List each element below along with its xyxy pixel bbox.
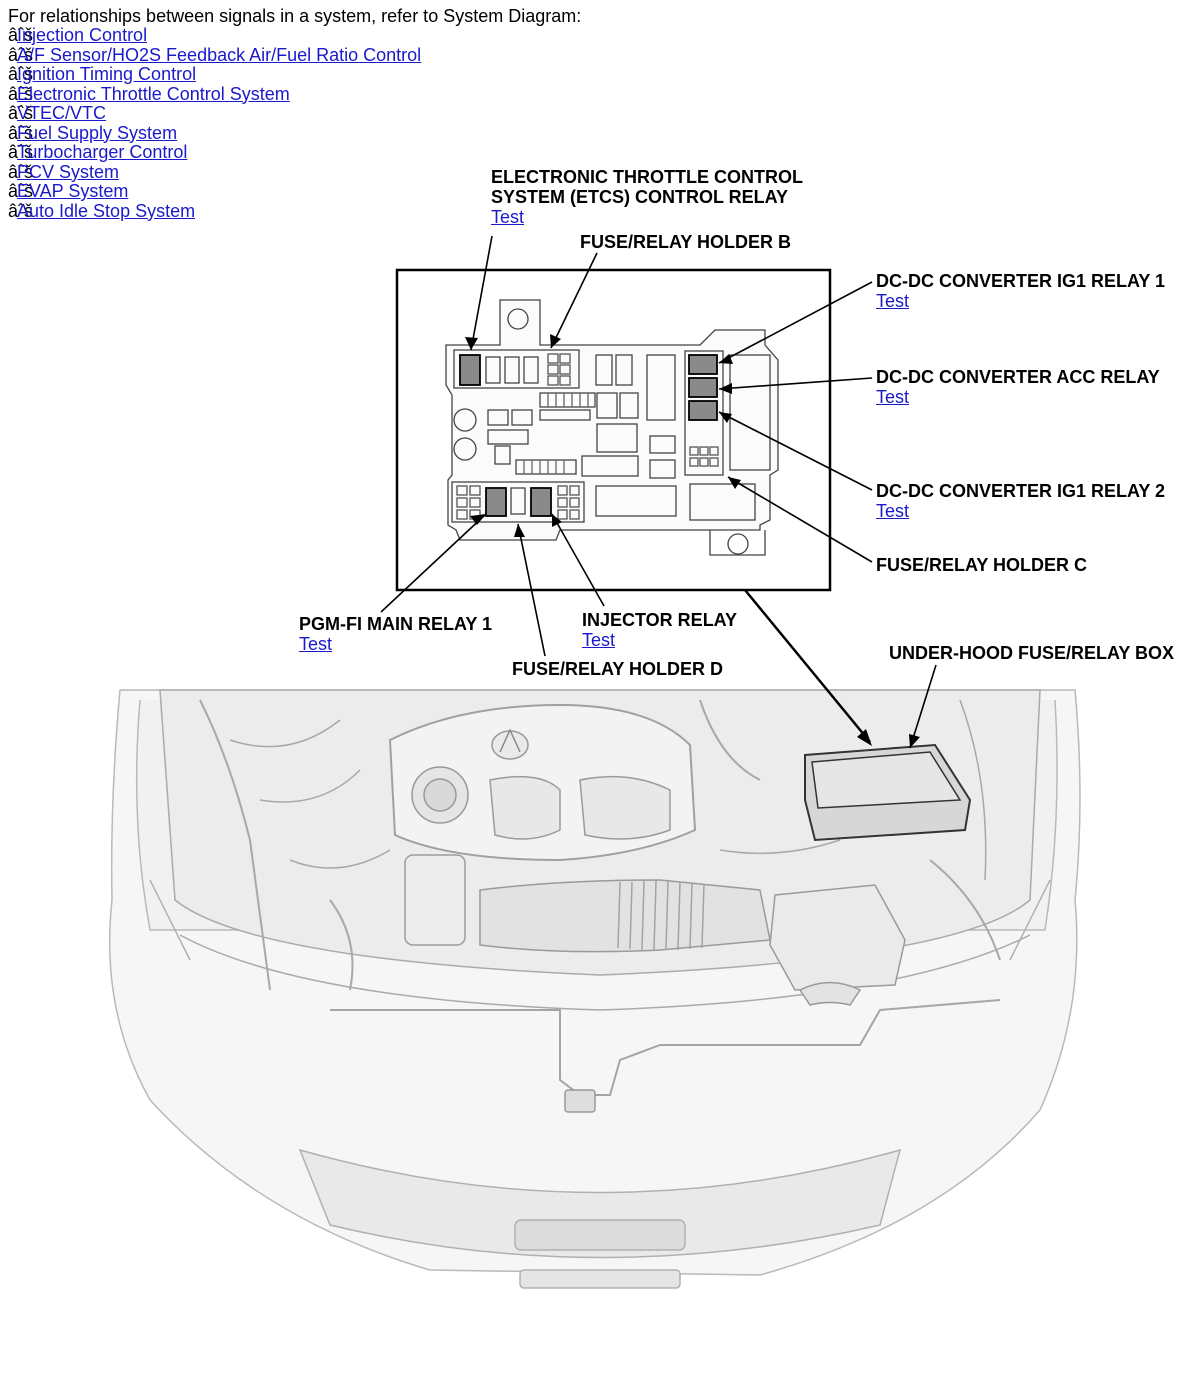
leader-lines [380, 235, 937, 749]
test-link-dcdc-ig1-relay-1[interactable]: Test [876, 291, 910, 311]
bullet-mark: âˆš [8, 25, 34, 45]
test-link-dcdc-ig1-relay-2[interactable]: Test [876, 501, 910, 521]
link-vtec-vtc[interactable]: VTEC/VTC [17, 103, 107, 123]
link-turbocharger[interactable]: Turbocharger Control [17, 142, 188, 162]
link-injection-control[interactable]: Injection Control [17, 25, 148, 45]
fuse-box-detail [445, 299, 779, 556]
test-link-pgmfi-main-relay-1[interactable]: Test [299, 634, 333, 654]
label-fuse-relay-holder-c: FUSE/RELAY HOLDER C [876, 555, 1088, 575]
bullet-mark: âˆš [8, 64, 34, 84]
link-evap[interactable]: EVAP System [17, 181, 129, 201]
link-ignition-timing[interactable]: Ignition Timing Control [17, 64, 197, 84]
engine-bay-illustration [108, 689, 1081, 1289]
link-fuel-supply[interactable]: Fuel Supply System [17, 122, 178, 143]
label-injector-relay: INJECTOR RELAY [582, 610, 738, 630]
bullet-mark: âˆš [8, 44, 34, 65]
bullet-mark: âˆš [8, 103, 34, 123]
link-auto-idle-stop[interactable]: Auto Idle Stop System [17, 200, 196, 221]
label-dcdc-ig1-relay-1: DC-DC CONVERTER IG1 RELAY 1 [876, 271, 1166, 291]
link-af-sensor[interactable]: A/F Sensor/HO2S Feedback Air/Fuel Ratio … [17, 44, 422, 65]
bullet-mark: âˆš [8, 122, 34, 143]
label-fuse-relay-holder-d: FUSE/RELAY HOLDER D [512, 659, 724, 679]
label-etcs-relay-line1: ELECTRONIC THROTTLE CONTROL [491, 167, 803, 187]
label-pgmfi-main-relay-1: PGM-FI MAIN RELAY 1 [299, 614, 493, 634]
label-under-hood-fuse-relay-box: UNDER-HOOD FUSE/RELAY BOX [889, 643, 1175, 663]
bullet-mark: âˆš [8, 161, 34, 182]
label-dcdc-acc-relay: DC-DC CONVERTER ACC RELAY [876, 367, 1160, 387]
link-etcs[interactable]: Electronic Throttle Control System [17, 83, 290, 104]
label-dcdc-ig1-relay-2: DC-DC CONVERTER IG1 RELAY 2 [876, 481, 1166, 501]
bullet-mark: âˆš [8, 181, 34, 201]
bullet-mark: âˆš [8, 142, 34, 162]
intro-text: For relationships between signals in a s… [8, 6, 582, 26]
label-etcs-relay-line2: SYSTEM (ETCS) CONTROL RELAY [491, 187, 789, 207]
label-fuse-relay-holder-b: FUSE/RELAY HOLDER B [580, 232, 792, 252]
test-link-dcdc-acc-relay[interactable]: Test [876, 387, 910, 407]
link-pcv[interactable]: PCV System [17, 161, 120, 182]
bullet-mark: âˆš [8, 200, 34, 221]
test-link-etcs-relay[interactable]: Test [491, 207, 525, 227]
leader-arrowheads [465, 334, 920, 748]
bullet-mark: âˆš [8, 83, 34, 104]
test-link-injector-relay[interactable]: Test [582, 630, 616, 650]
